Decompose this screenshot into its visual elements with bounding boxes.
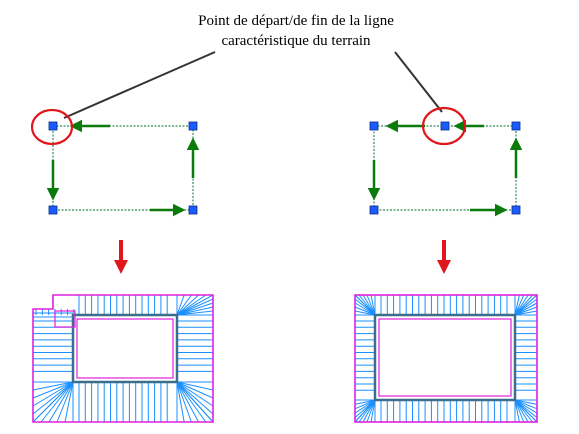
slope-line: [362, 294, 376, 316]
slope-line: [354, 399, 376, 405]
red-down-arrow-left: [114, 240, 128, 274]
pad-boundary: [378, 318, 512, 397]
slope-line: [514, 399, 533, 423]
slope-line: [514, 298, 538, 316]
left-feature-line: [30, 108, 200, 217]
slope-line: [354, 399, 376, 423]
pad-boundary: [76, 318, 174, 379]
slope-line: [176, 381, 200, 423]
slope-line: [176, 381, 214, 423]
slope-line: [176, 302, 214, 316]
slope-line: [176, 294, 214, 316]
slope-line: [514, 399, 525, 423]
vertex-square: [440, 121, 450, 131]
callout-text-line-2: caractéristique du terrain: [221, 33, 371, 49]
slope-line: [176, 298, 214, 316]
vertex-square: [188, 121, 198, 131]
slope-line: [514, 399, 538, 414]
vertex-square: [188, 205, 198, 215]
slope-line: [354, 306, 376, 316]
slope-line: [514, 399, 538, 423]
slope-line: [176, 381, 214, 407]
slope-line: [514, 306, 538, 316]
slope-line: [514, 399, 529, 423]
slope-line: [358, 294, 376, 316]
slope-line: [354, 399, 376, 410]
slope-line: [176, 381, 185, 423]
start-point-highlight-circle: [421, 106, 467, 146]
slope-line: [32, 381, 74, 391]
vertex-square: [511, 205, 521, 215]
slope-line: [514, 399, 538, 418]
slope-line: [366, 294, 376, 316]
slope-line: [176, 310, 214, 316]
slope-line: [176, 381, 214, 415]
slope-line: [514, 294, 520, 316]
red-down-arrow-right: [437, 240, 451, 274]
right-feature-line: [367, 106, 523, 217]
slope-line: [366, 399, 376, 423]
slope-line: [32, 381, 74, 423]
slope-line: [176, 294, 207, 316]
slope-line: [370, 399, 376, 423]
slope-line: [514, 294, 529, 316]
grading-result-right: [354, 294, 538, 423]
slope-line: [514, 399, 520, 423]
grading-result-left: [32, 294, 214, 423]
slope-line: [176, 306, 214, 316]
slope-line: [354, 399, 376, 418]
callout-leader-right: [394, 51, 443, 113]
slope-line: [48, 381, 74, 423]
slope-line: [40, 381, 74, 423]
slope-line: [514, 302, 538, 316]
slope-line: [514, 294, 525, 316]
slope-line: [64, 381, 74, 423]
slope-line: [176, 381, 214, 391]
start-point-highlight-circle: [30, 108, 74, 146]
slope-line: [176, 294, 192, 316]
slope-line: [514, 294, 538, 316]
vertex-square: [369, 205, 379, 215]
feature-line-path: [373, 313, 517, 402]
slope-line: [514, 399, 538, 405]
slope-line: [176, 381, 207, 423]
callout-leader-left: [63, 51, 216, 119]
daylight-boundary: [354, 294, 538, 423]
slope-line: [32, 381, 74, 399]
slope-line: [176, 381, 214, 399]
slope-line: [56, 381, 74, 423]
slope-line: [176, 294, 199, 316]
overlap-boundary: [54, 310, 76, 328]
vertex-square: [511, 121, 521, 131]
slope-line: [362, 399, 376, 423]
slope-line: [32, 381, 74, 407]
slope-line: [370, 294, 376, 316]
feature-line-path: [71, 313, 179, 384]
slope-line: [514, 399, 538, 410]
callout-text-line-1: Point de départ/de fin de la ligne: [198, 13, 394, 29]
slope-line: [354, 302, 376, 316]
daylight-boundary: [32, 294, 214, 423]
vertex-square: [48, 121, 58, 131]
slope-line: [354, 310, 376, 316]
slope-line: [32, 381, 74, 415]
slope-line: [514, 310, 538, 316]
vertex-square: [48, 205, 58, 215]
slope-line: [354, 294, 376, 316]
vertex-square: [369, 121, 379, 131]
slope-line: [176, 294, 185, 316]
slope-line: [354, 399, 376, 414]
slope-line: [176, 381, 192, 423]
